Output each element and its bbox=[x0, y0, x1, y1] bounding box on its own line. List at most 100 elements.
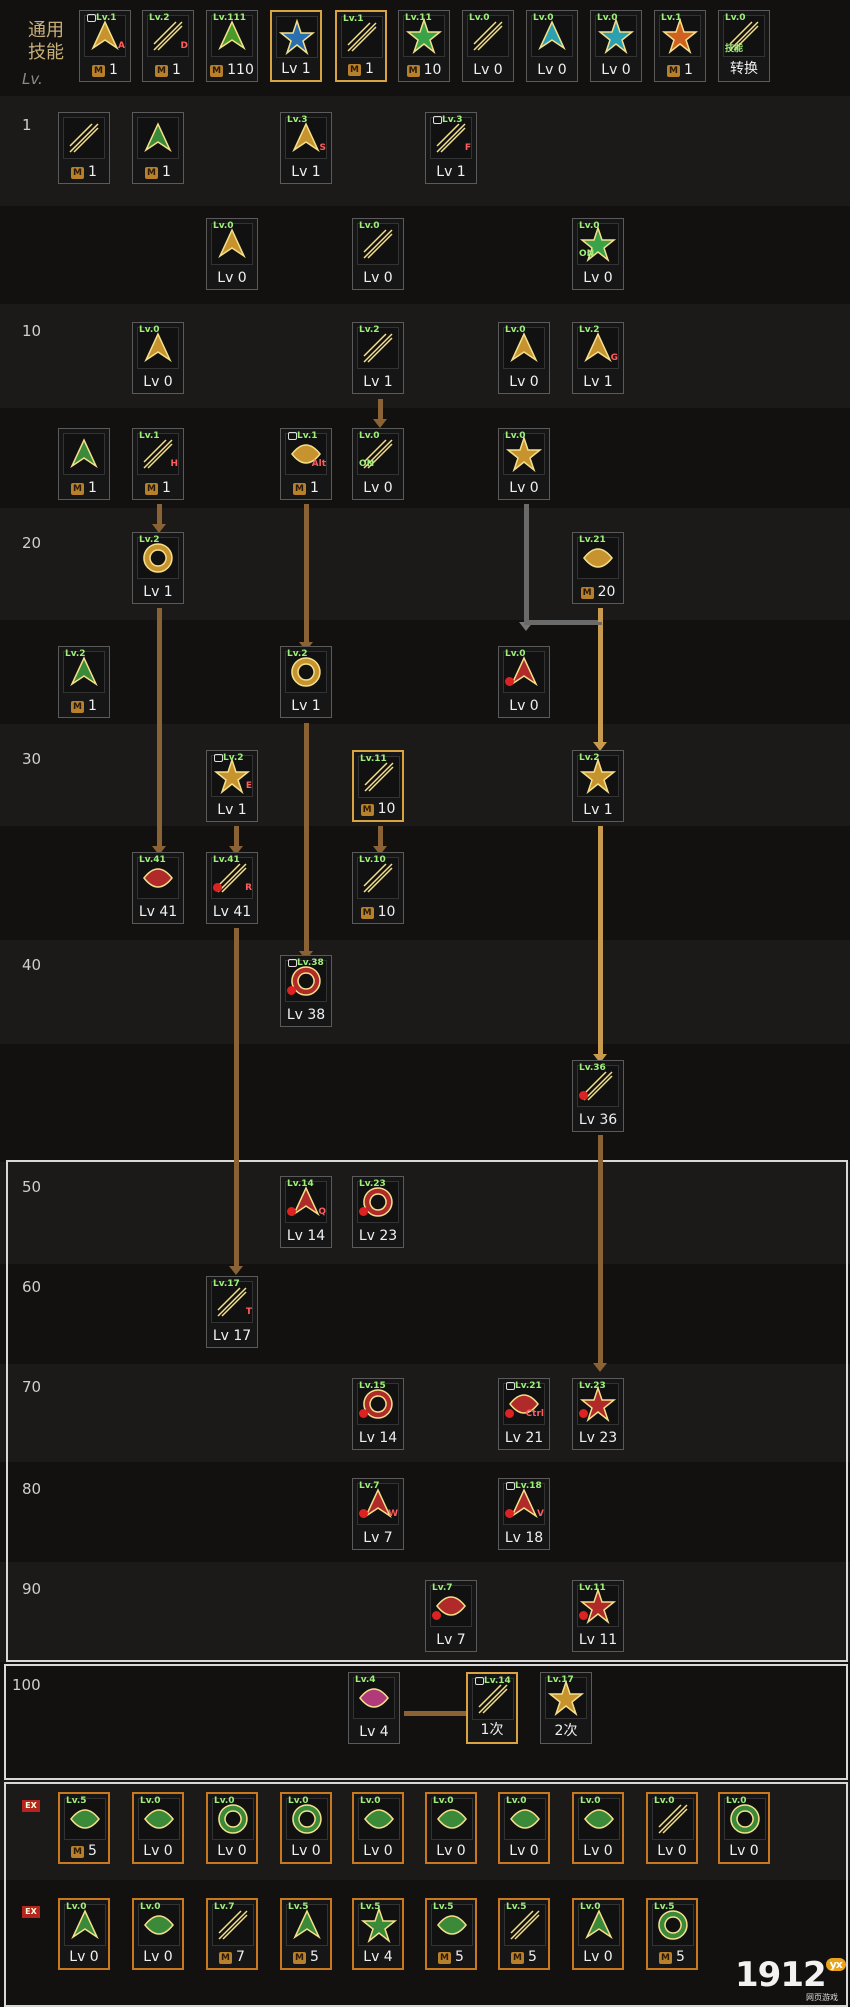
row-band bbox=[0, 1662, 850, 1780]
skill-level-value: Lv 7 bbox=[363, 1530, 393, 1546]
skill-level-value: Lv 7 bbox=[436, 1632, 466, 1648]
skill-level-value: Lv 1 bbox=[583, 802, 613, 818]
skill-level-value: Lv 0 bbox=[509, 1843, 539, 1859]
figure-icon bbox=[595, 15, 637, 57]
mastery-icon: M bbox=[155, 65, 169, 77]
skill-level-value: Lv 17 bbox=[212, 1328, 252, 1344]
skill-level-tag: Lv.41 bbox=[213, 855, 240, 865]
flame-claw-icon bbox=[285, 1181, 327, 1223]
skill-level-value: Lv 1 bbox=[291, 698, 321, 714]
connector-arrow bbox=[373, 419, 387, 428]
skill-level: Lv 0 bbox=[133, 374, 183, 390]
skill-level: Lv 7 bbox=[353, 1530, 403, 1546]
mastery-icon: M bbox=[293, 483, 307, 495]
skill-level-value: Lv 0 bbox=[217, 270, 247, 286]
skill-level-value: Lv 14 bbox=[286, 1228, 326, 1244]
skill-level-tag: Lv.0 bbox=[580, 1796, 601, 1806]
ex-slash-icon bbox=[64, 1904, 106, 1946]
mastery-icon: M bbox=[71, 167, 85, 179]
skill-level-tag: Lv.3 bbox=[442, 115, 463, 125]
skill-slot[interactable]: Lv 1 bbox=[270, 10, 322, 82]
skill-level-tag: Lv.11 bbox=[579, 1583, 606, 1593]
target-icon bbox=[403, 15, 445, 57]
leaf-icon bbox=[357, 857, 399, 899]
skill-level-tag: Lv.0 bbox=[214, 1796, 235, 1806]
skill-level-tag: Lv.23 bbox=[579, 1381, 606, 1391]
skill-level-tag: Lv.2 bbox=[149, 13, 170, 23]
